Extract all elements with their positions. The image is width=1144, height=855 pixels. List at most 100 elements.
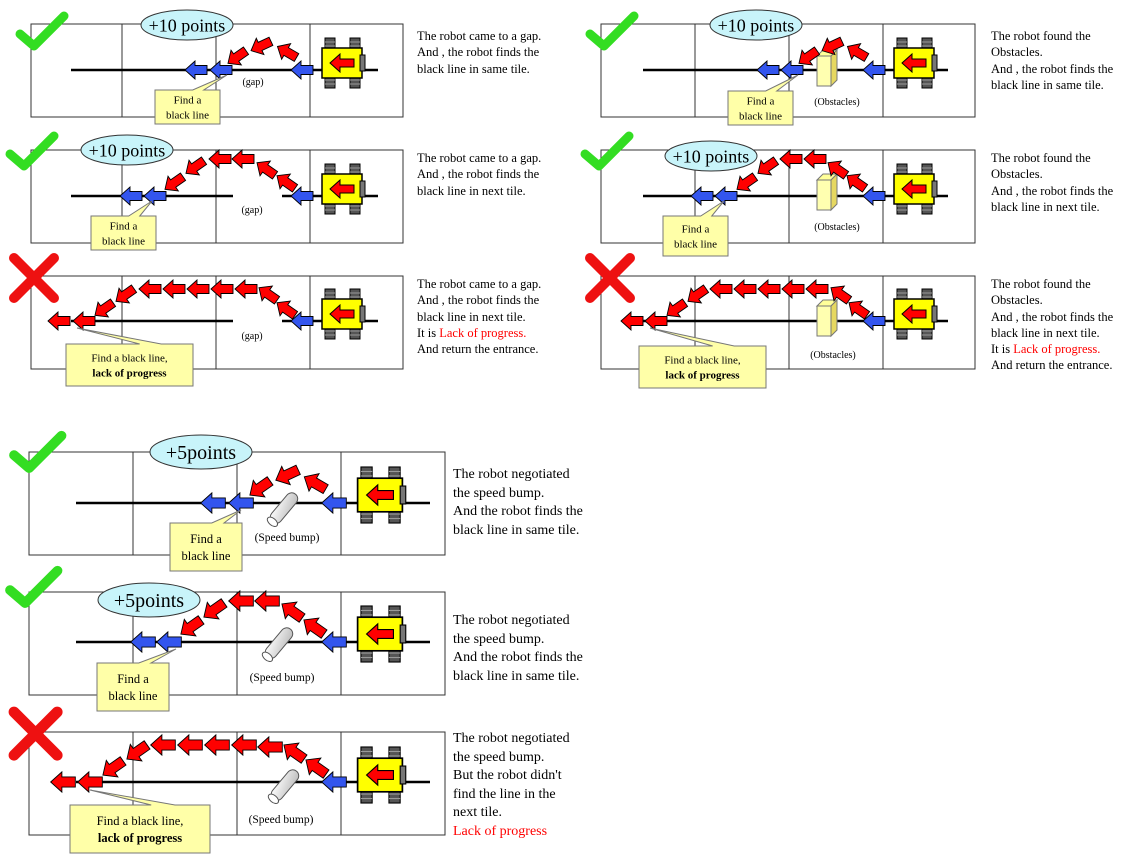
- obstacle-box: [815, 298, 839, 338]
- red-arrow: [736, 172, 759, 192]
- red-arrow: [249, 476, 274, 498]
- red-arrow: [827, 160, 850, 180]
- blue-arrow: [862, 185, 886, 207]
- blue-arrow: [290, 59, 314, 81]
- red-arrow: [254, 589, 280, 613]
- description-line: black line in same tile.: [453, 522, 580, 538]
- callout-text: lack of progress: [92, 367, 167, 379]
- find-line-callout: Find a black line, lack of progress: [65, 327, 194, 387]
- blue-arrow: [143, 185, 167, 207]
- red-arrow: [231, 733, 257, 757]
- points-badge: +5points: [149, 434, 253, 470]
- checkmark-icon: [580, 131, 634, 171]
- description-line: And , the robot finds the: [991, 309, 1114, 324]
- scenario-1-description: The robot came to a gap.And , the robot …: [417, 28, 541, 77]
- red-arrow: [303, 473, 329, 495]
- obstacle-label: (Obstacles): [810, 350, 856, 361]
- points-label: +10 points: [718, 15, 795, 35]
- checkmark-icon: [5, 131, 59, 171]
- red-arrow: [846, 43, 870, 63]
- description-line: It is Lack of progress.: [417, 325, 527, 340]
- scenario-9: (Speed bump)Find a black line,lack of pr…: [8, 706, 446, 854]
- callout-text: lack of progress: [665, 369, 740, 381]
- blue-arrow: [862, 310, 886, 332]
- description-line: black line in same tile.: [453, 668, 580, 684]
- obstacle-box: [815, 48, 839, 88]
- callout-text: Find a black line,: [664, 354, 741, 366]
- checkmark-icon: [585, 11, 639, 51]
- red-arrow: [821, 36, 845, 56]
- cross-icon: [585, 253, 635, 303]
- description-line: The robot negotiated: [453, 613, 570, 628]
- description-line: black line in next tile.: [417, 309, 526, 324]
- checkmark-icon: [15, 11, 69, 51]
- red-arrow: [102, 756, 127, 778]
- red-arrow: [687, 284, 710, 304]
- robot-icon: [893, 37, 938, 89]
- red-arrow: [283, 742, 308, 764]
- blue-arrow: [321, 630, 347, 654]
- robot-icon: [356, 466, 407, 524]
- description-line: next tile.: [453, 805, 502, 821]
- red-arrow: [210, 278, 234, 300]
- red-arrow: [798, 46, 821, 66]
- obstacle-label: (Obstacles): [814, 97, 860, 108]
- robot-icon: [356, 746, 407, 804]
- red-arrow: [303, 617, 328, 639]
- red-arrow: [276, 43, 300, 63]
- description-line: the speed bump.: [453, 631, 545, 647]
- red-arrow: [258, 285, 281, 305]
- obstacle-label: (Speed bump): [249, 814, 314, 826]
- speed-bump-icon: [267, 769, 300, 804]
- description-line: And , the robot finds the: [417, 167, 540, 182]
- scenario-6: (Obstacles) Find a black line, lack of pro…: [585, 253, 976, 389]
- blue-arrow: [228, 491, 254, 515]
- red-arrow: [781, 278, 805, 300]
- red-arrow: [256, 160, 279, 180]
- checkmark-icon: [5, 565, 63, 608]
- callout-text: Find a: [682, 223, 710, 235]
- red-arrow: [126, 740, 151, 762]
- obstacle-label: (gap): [241, 205, 262, 216]
- red-arrow: [305, 757, 330, 779]
- robot-icon: [893, 163, 938, 215]
- robot-icon: [321, 163, 366, 215]
- red-arrow: [848, 300, 871, 320]
- blue-arrow: [756, 59, 780, 81]
- callout-text: Find a black line,: [91, 352, 168, 364]
- description-line: And , the robot finds the: [991, 183, 1114, 198]
- blue-arrow: [321, 770, 347, 794]
- callout-text: Find a: [190, 532, 222, 546]
- description-line: The robot found the: [991, 29, 1091, 43]
- robot-icon: [321, 37, 366, 89]
- blue-arrow: [200, 491, 226, 515]
- description-line: And , the robot finds the: [417, 293, 540, 308]
- points-label: +5points: [166, 442, 236, 464]
- obstacle-label: (Obstacles): [814, 222, 860, 233]
- description-line: And return the entrance.: [417, 342, 539, 356]
- description-line: Obstacles.: [991, 167, 1043, 182]
- obstacle-label: (Speed bump): [250, 672, 315, 684]
- blue-arrow: [290, 310, 314, 332]
- points-label: +10 points: [673, 146, 750, 166]
- red-arrow: [805, 278, 829, 300]
- red-arrow: [94, 298, 117, 318]
- blue-arrow: [321, 491, 347, 515]
- robot-icon: [893, 288, 938, 340]
- callout-text: Find a: [110, 220, 138, 232]
- lack-of-progress-text: Lack of progress.: [439, 325, 527, 340]
- red-arrow: [164, 172, 187, 192]
- points-badge: +10 points: [664, 140, 758, 172]
- callout-text: Find a: [747, 95, 775, 107]
- blue-arrow: [130, 630, 156, 654]
- blue-arrow: [714, 185, 738, 207]
